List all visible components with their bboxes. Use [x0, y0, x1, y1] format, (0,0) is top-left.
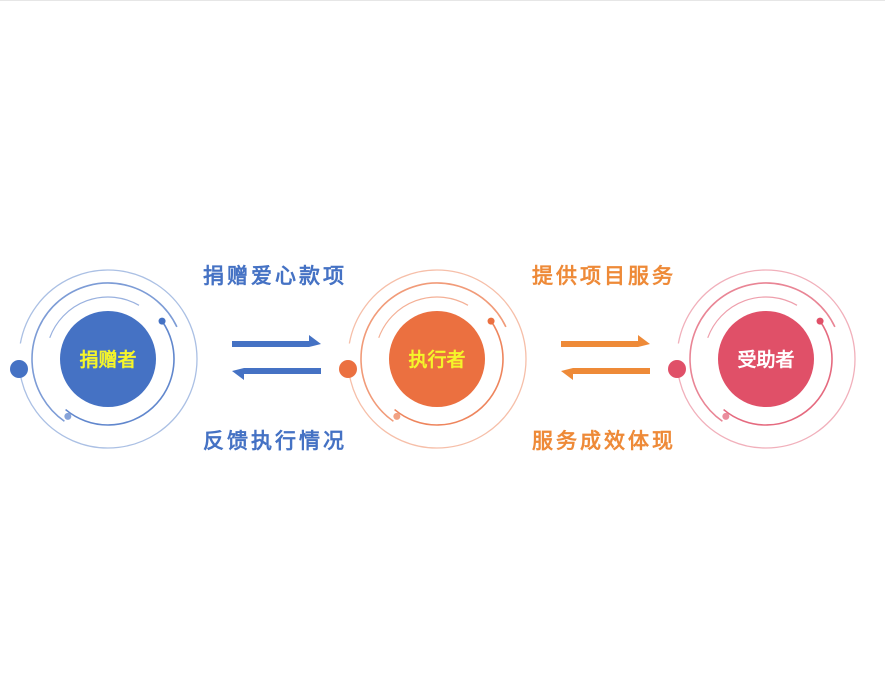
- left-dot: [10, 360, 28, 378]
- outer-ring: [677, 269, 856, 449]
- inner-short-arc: [707, 296, 798, 338]
- flow-top-label: 提供项目服务: [532, 264, 676, 288]
- main-circle: [718, 311, 814, 407]
- node-label: 捐赠者: [79, 348, 136, 371]
- node-label: 执行者: [408, 348, 465, 371]
- inner-short-arc: [49, 296, 140, 338]
- node-label: 受助者: [737, 348, 794, 371]
- backward-arrow: [232, 368, 321, 380]
- small-dot-top: [158, 317, 166, 325]
- middle-ring-arc: [31, 282, 178, 422]
- node-recipient: 受助者: [668, 269, 856, 449]
- small-dot-bottom: [722, 412, 730, 420]
- forward-arrow: [561, 335, 650, 347]
- middle-ring-arc: [689, 282, 836, 422]
- flow-bottom-label: 反馈执行情况: [203, 429, 347, 453]
- inner-ring-arc: [723, 320, 833, 426]
- node-executor: 执行者: [339, 269, 527, 449]
- backward-arrow: [561, 368, 650, 380]
- small-dot-top: [816, 317, 824, 325]
- inner-ring-arc: [65, 320, 175, 426]
- main-circle: [389, 311, 485, 407]
- forward-arrow: [232, 335, 321, 347]
- main-circle: [60, 311, 156, 407]
- small-dot-top: [487, 317, 495, 325]
- left-dot: [668, 360, 686, 378]
- node-donor: 捐赠者: [10, 269, 198, 449]
- small-dot-bottom: [64, 412, 72, 420]
- inner-ring-arc: [394, 320, 504, 426]
- outer-ring: [348, 269, 527, 449]
- left-dot: [339, 360, 357, 378]
- flow-bottom-label: 服务成效体现: [532, 429, 676, 453]
- middle-ring-arc: [360, 282, 507, 422]
- inner-short-arc: [378, 296, 469, 338]
- flow-top-label: 捐赠爱心款项: [203, 264, 347, 288]
- outer-ring: [19, 269, 198, 449]
- small-dot-bottom: [393, 412, 401, 420]
